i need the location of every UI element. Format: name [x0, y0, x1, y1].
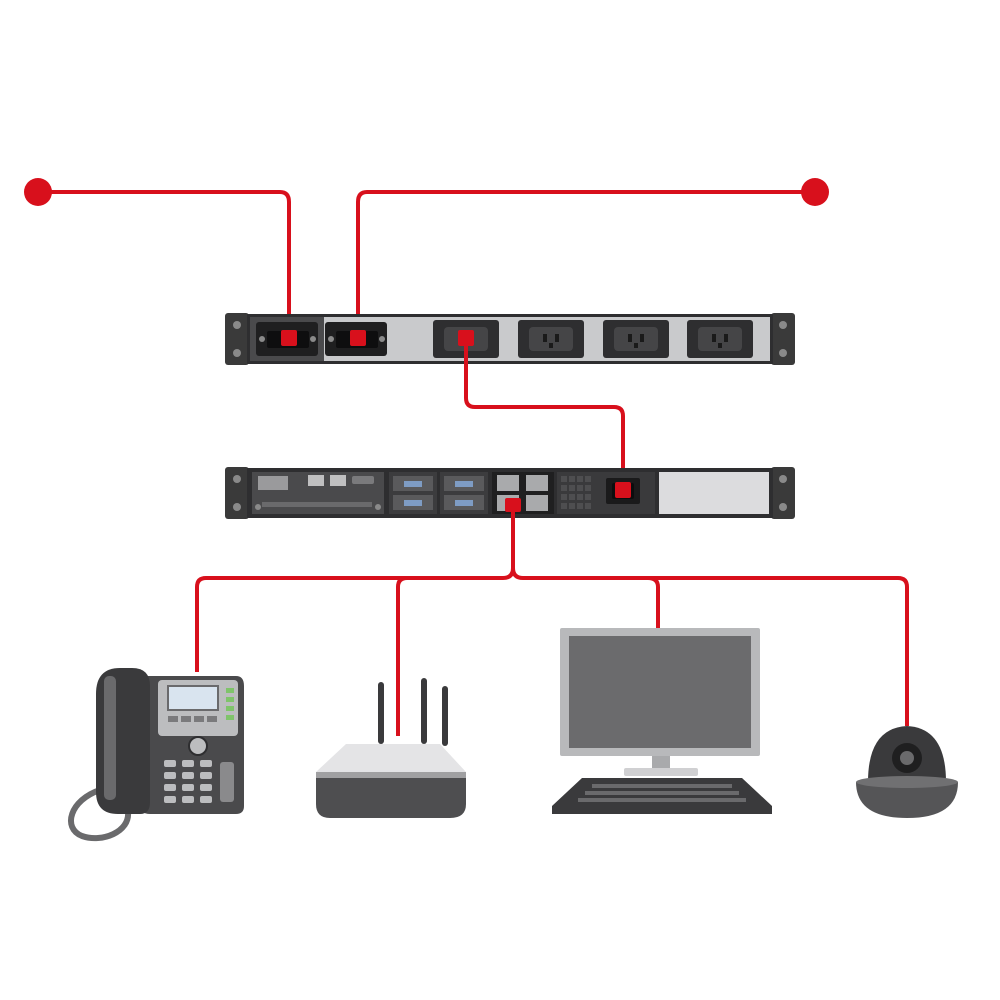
camera-base	[856, 782, 958, 818]
power-source-left-icon	[24, 178, 52, 206]
phone-icon	[68, 668, 244, 842]
pdu-right-ear	[771, 313, 795, 365]
cable-switch-to-phone	[195, 567, 515, 672]
router-icon	[316, 678, 466, 818]
cable-switch-to-router	[396, 576, 408, 736]
cable-right-source-to-pdu	[356, 190, 817, 340]
router-antenna-1	[378, 682, 384, 744]
plug-switch-power	[615, 482, 631, 498]
cable-pdu-to-switch	[464, 338, 625, 488]
monitor-screen	[569, 636, 751, 748]
router-antenna-2	[421, 678, 427, 744]
router-top	[316, 744, 466, 772]
pdu-outlets	[433, 320, 753, 358]
phone-nav-button	[188, 736, 208, 756]
router-antenna-3	[442, 686, 448, 746]
router-front	[316, 772, 466, 818]
monitor-stand-neck	[652, 756, 670, 770]
plug-inlet-2	[350, 330, 366, 346]
phone-screen	[167, 685, 219, 711]
plug-pdu-outlet-1	[458, 330, 474, 346]
plug-switch-ethernet	[505, 498, 521, 512]
ethernet-cables	[195, 505, 909, 736]
switch-left-ear	[225, 467, 249, 519]
phone-cord	[68, 787, 131, 842]
phone-keypad	[164, 760, 234, 803]
switch-right-ear	[771, 467, 795, 519]
monitor-icon	[552, 628, 772, 814]
cable-left-source-to-pdu	[36, 190, 291, 340]
switch-blank-panel	[659, 472, 769, 514]
power-cables-input	[36, 190, 817, 340]
camera-icon	[856, 726, 958, 818]
pdu-icon	[225, 313, 795, 365]
cable-switch-to-computer	[523, 576, 660, 628]
monitor-stand-base	[624, 768, 698, 776]
keyboard-icon	[552, 778, 772, 814]
pdu-left-ear	[225, 313, 249, 365]
plug-inlet-1	[281, 330, 297, 346]
cable-switch-to-camera	[648, 576, 909, 726]
power-source-right-icon	[801, 178, 829, 206]
